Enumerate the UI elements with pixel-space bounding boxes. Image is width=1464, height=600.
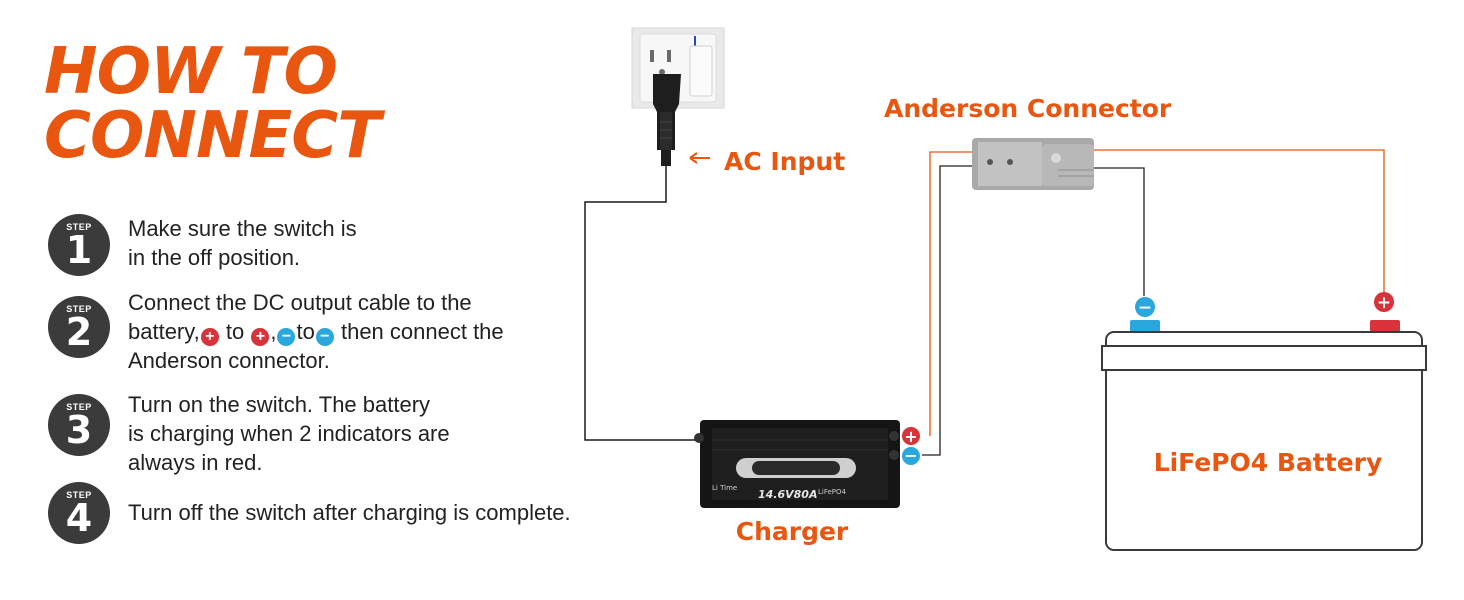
- positive-terminal-icon: +: [251, 328, 270, 346]
- ac-input-label: AC Input: [724, 147, 845, 176]
- anderson-connector-label: Anderson Connector: [884, 94, 1172, 123]
- step-4-badge: STEP 4: [48, 482, 110, 544]
- charger-chemistry: LiFePO4: [818, 488, 847, 496]
- svg-text:+: +: [904, 427, 917, 446]
- ac-input-arrow-icon: [689, 152, 710, 164]
- battery-icon: [1101, 320, 1427, 551]
- page-title: HOW TO CONNECT: [44, 35, 381, 173]
- positive-terminal-icon: +: [200, 328, 219, 346]
- step-1-text: Make sure the switch is in the off posit…: [128, 216, 357, 270]
- svg-text:−: −: [904, 446, 917, 465]
- negative-terminal-icon: −: [315, 328, 334, 346]
- charger-brand: Li Time: [712, 484, 737, 492]
- charger-rating: 14.6V80A: [758, 488, 817, 501]
- title-line-2: CONNECT: [44, 99, 381, 173]
- negative-terminal-icon: −: [277, 328, 296, 346]
- anderson-connector-icon: [972, 138, 1094, 190]
- step-3-badge: STEP 3: [48, 394, 110, 456]
- ac-plug-icon: [653, 74, 681, 166]
- charger-positive-terminal-icon: +: [902, 427, 920, 446]
- svg-text:+: +: [1377, 293, 1391, 313]
- step-1-badge: STEP 1: [48, 214, 110, 276]
- charger-label: Charger: [736, 517, 849, 546]
- step-4-text: Turn off the switch after charging is co…: [128, 500, 571, 525]
- step-3-text: Turn on the switch. The battery is charg…: [128, 392, 450, 475]
- step-2-badge: STEP 2: [48, 296, 110, 358]
- charger-negative-terminal-icon: −: [902, 446, 920, 465]
- battery-label: LiFePO4 Battery: [1154, 448, 1383, 477]
- svg-text:−: −: [1138, 298, 1152, 318]
- title-line-1: HOW TO: [44, 35, 338, 109]
- battery-positive-terminal-icon: +: [1374, 292, 1394, 313]
- step-2-text: Connect the DC output cable to the batte…: [128, 290, 504, 373]
- charger-icon: Li Time 14.6V80A LiFePO4: [694, 420, 900, 508]
- battery-negative-terminal-icon: −: [1135, 297, 1155, 318]
